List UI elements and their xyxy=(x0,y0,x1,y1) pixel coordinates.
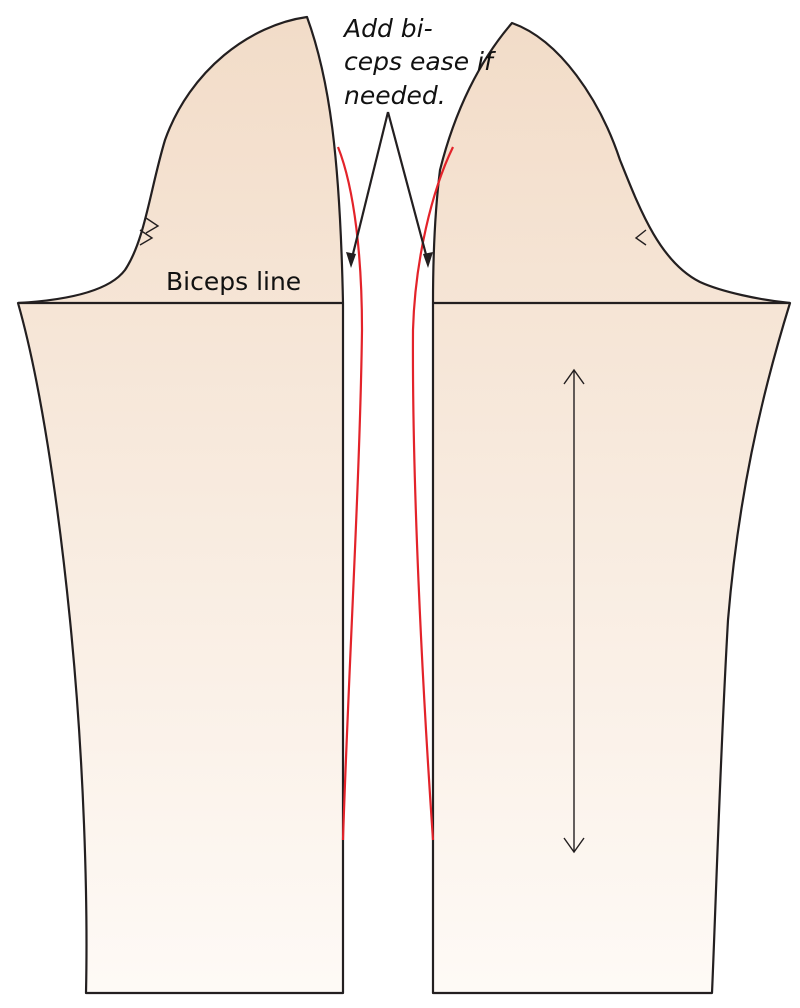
right-sleeve-piece xyxy=(411,21,792,995)
left-ease-line xyxy=(336,146,364,841)
note-line-2: ceps ease if xyxy=(344,47,496,76)
left-sleeve-piece xyxy=(16,15,364,995)
note-line-3: needed. xyxy=(344,81,446,110)
note-line-1: Add bi- xyxy=(342,14,433,43)
pointer-arrow-icon xyxy=(346,111,433,268)
notch-icon xyxy=(139,217,160,246)
notch-icon xyxy=(634,229,647,246)
biceps-ease-note: Add bi- ceps ease if needed. xyxy=(342,14,496,110)
biceps-line-label: Biceps line xyxy=(166,267,301,296)
right-sleeve-outline xyxy=(431,21,792,995)
grainline-arrow-icon xyxy=(563,368,585,854)
left-sleeve-outline xyxy=(16,15,345,995)
right-ease-line xyxy=(411,146,454,841)
